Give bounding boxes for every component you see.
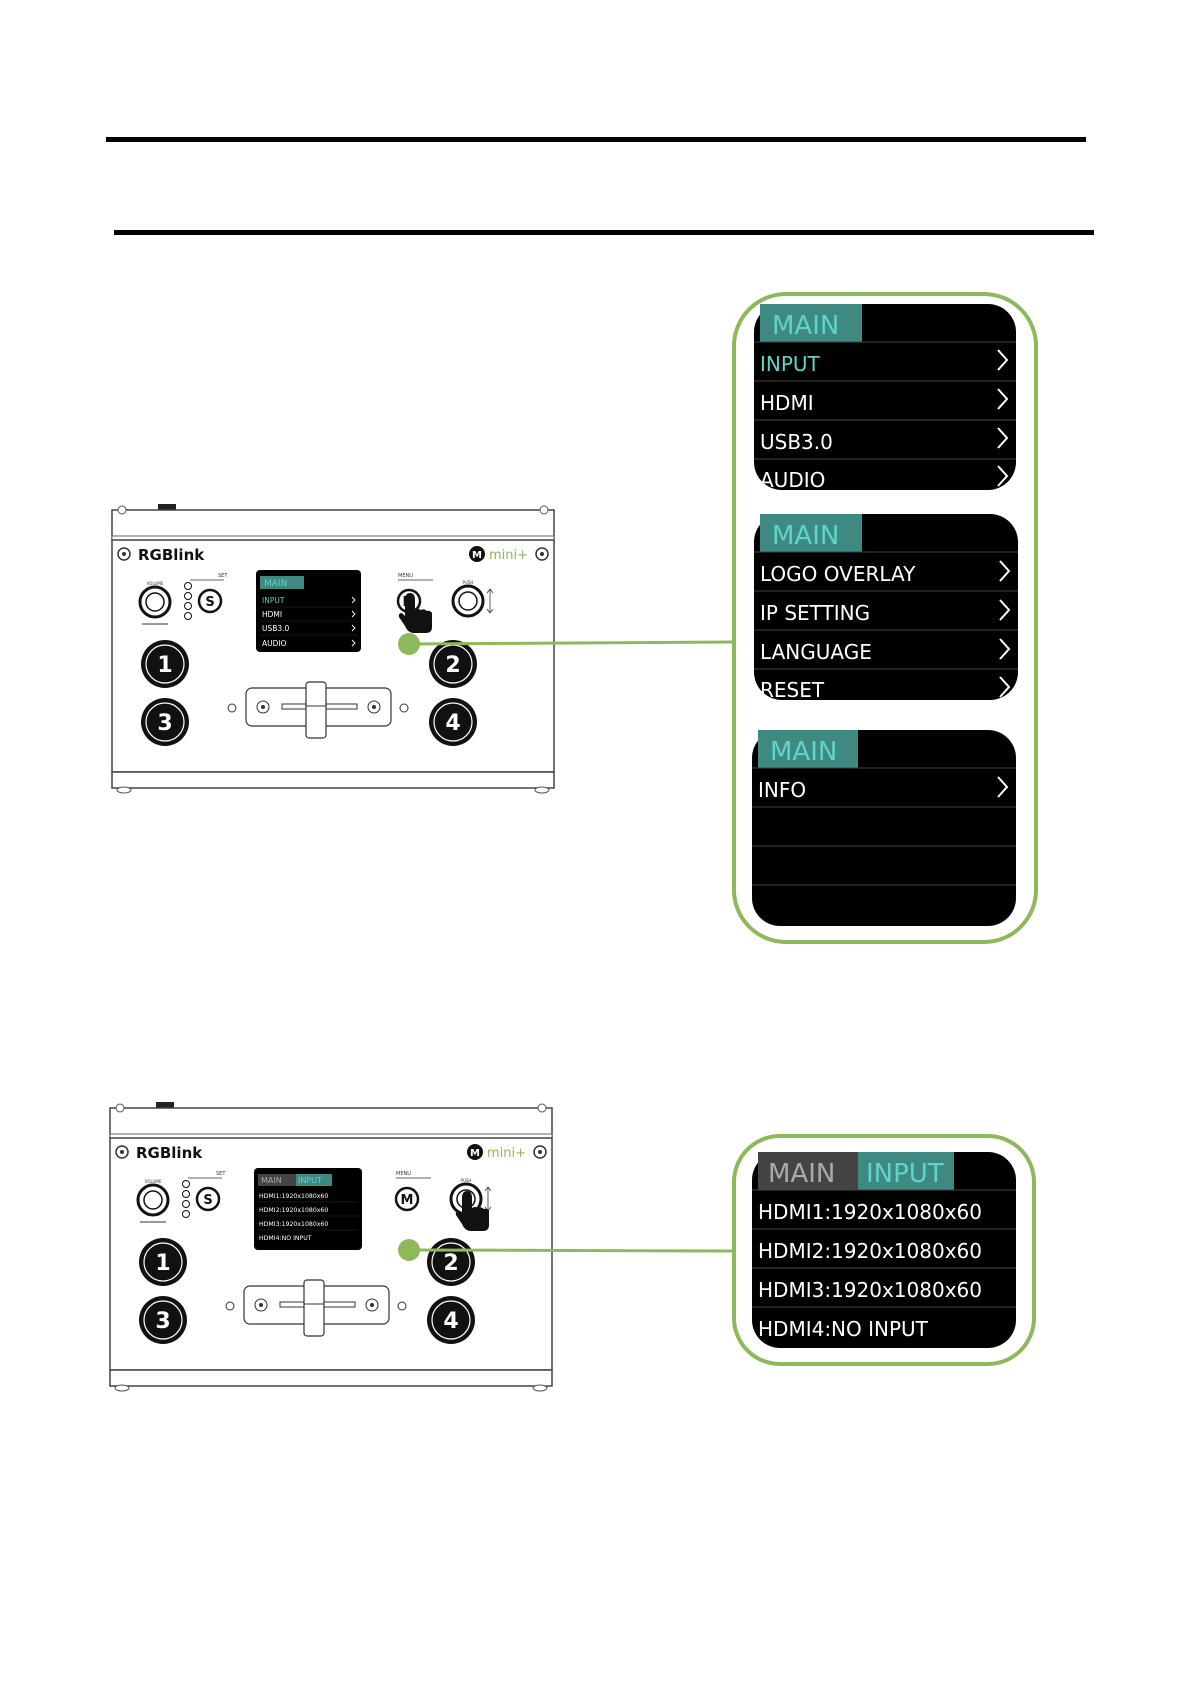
svg-text:S: S	[205, 595, 214, 610]
svg-text:MAIN: MAIN	[772, 311, 839, 341]
input-callout: MAIN INPUT HDMI1:1920x1080x60 HDMI2:1920…	[732, 1134, 1036, 1366]
chevron-right-icon	[999, 599, 1011, 621]
menu-item-info[interactable]: INFO	[758, 778, 806, 802]
t-bar-handle[interactable]	[305, 681, 327, 739]
svg-text:MENU: MENU	[396, 1171, 411, 1177]
menu-panel-main-3: MAIN INFO	[752, 730, 1016, 926]
input-row-hdmi4: HDMI4:NO INPUT	[758, 1317, 929, 1341]
svg-text:HDMI3:1920x1080x60: HDMI3:1920x1080x60	[259, 1221, 328, 1228]
top-rule	[106, 137, 1086, 142]
svg-text:MENU: MENU	[398, 573, 413, 579]
chevron-right-icon	[997, 776, 1009, 798]
svg-text:USB3.0: USB3.0	[262, 624, 290, 633]
source-button-4[interactable]: 4	[429, 698, 477, 746]
svg-text:4: 4	[445, 711, 460, 736]
tab-main[interactable]: MAIN	[768, 1159, 835, 1189]
menu-callout-1: MAIN INPUT HDMI USB3.0 AUDIO MAIN LOGO O…	[732, 292, 1038, 944]
svg-text:SET: SET	[216, 1171, 226, 1177]
menu-item-usb[interactable]: USB3.0	[760, 430, 833, 454]
menu-button[interactable]	[394, 1186, 420, 1212]
input-panel: MAIN INPUT HDMI1:1920x1080x60 HDMI2:1920…	[752, 1152, 1016, 1348]
svg-text:4: 4	[443, 1309, 458, 1334]
model-badge-icon	[467, 1144, 483, 1160]
svg-text:HDMI4:NO INPUT: HDMI4:NO INPUT	[259, 1235, 312, 1242]
tab-input[interactable]: INPUT	[866, 1159, 944, 1189]
svg-text:M: M	[401, 1193, 414, 1208]
svg-text:RGBlink: RGBlink	[136, 1144, 203, 1162]
source-button-3[interactable]: 3	[141, 698, 189, 746]
chevron-right-icon	[999, 638, 1011, 660]
input-row-hdmi1: HDMI1:1920x1080x60	[758, 1200, 982, 1224]
svg-text:INPUT: INPUT	[298, 1176, 322, 1185]
svg-text:AUDIO: AUDIO	[262, 639, 287, 648]
menu-item-logo-overlay[interactable]: LOGO OVERLAY	[760, 562, 916, 586]
device-figure-1: RGBlink M mini+ VOLUME SET S MAIN INPUT …	[111, 504, 555, 794]
device-screen-input-list: HDMI1:1920x1080x60 HDMI2:1920x1080x60 HD…	[258, 1193, 358, 1242]
chevron-right-icon	[997, 427, 1009, 449]
model-name: mini+	[489, 548, 528, 563]
svg-text:M: M	[470, 1148, 480, 1159]
menu-item-language[interactable]: LANGUAGE	[760, 640, 872, 664]
device-figure-2: RGBlink M mini+ VOLUME SET S MAIN INPUT …	[109, 1102, 553, 1392]
svg-text:M: M	[472, 550, 482, 561]
source-button-4[interactable]: 4	[427, 1296, 475, 1344]
set-button[interactable]	[197, 588, 223, 614]
svg-text:INPUT: INPUT	[262, 596, 285, 605]
hand-pointer-icon	[455, 1191, 489, 1231]
device-screen	[254, 1168, 362, 1250]
svg-text:HDMI2:1920x1080x60: HDMI2:1920x1080x60	[259, 1207, 328, 1214]
svg-text:1: 1	[155, 1251, 170, 1276]
chevron-right-icon	[999, 676, 1011, 698]
chevron-right-icon	[997, 465, 1009, 487]
source-button-1[interactable]: 1	[141, 640, 189, 688]
chevron-right-icon	[999, 560, 1011, 582]
chevron-right-icon	[997, 349, 1009, 371]
menu-item-input[interactable]: INPUT	[760, 352, 821, 376]
menu-item-ip-setting[interactable]: IP SETTING	[760, 601, 870, 625]
svg-text:VOLUME: VOLUME	[147, 581, 164, 586]
model-badge-icon	[469, 546, 485, 562]
menu-item-hdmi[interactable]: HDMI	[760, 391, 814, 415]
power-knob	[158, 504, 176, 512]
svg-text:MAIN: MAIN	[770, 737, 837, 767]
source-button-2[interactable]: 2	[429, 640, 477, 688]
input-row-hdmi2: HDMI2:1920x1080x60	[758, 1239, 982, 1263]
menu-panel-main-1: MAIN INPUT HDMI USB3.0 AUDIO	[754, 304, 1016, 492]
svg-text:mini+: mini+	[487, 1146, 526, 1161]
brand-logo: RGBlink	[138, 546, 205, 564]
second-rule	[114, 230, 1094, 235]
svg-text:VOLUME: VOLUME	[145, 1179, 162, 1184]
device-screen-menu: INPUT HDMI USB3.0 AUDIO	[260, 596, 358, 648]
menu-panel-main-2: MAIN LOGO OVERLAY IP SETTING LANGUAGE RE…	[754, 514, 1018, 702]
svg-text:PUSH: PUSH	[463, 580, 474, 585]
source-button-3[interactable]: 3	[139, 1296, 187, 1344]
svg-text:3: 3	[155, 1309, 170, 1334]
device-screen	[256, 570, 361, 652]
svg-text:2: 2	[443, 1251, 458, 1276]
t-bar-handle[interactable]	[303, 1279, 325, 1337]
svg-text:MAIN: MAIN	[772, 521, 839, 551]
svg-text:MAIN: MAIN	[264, 579, 287, 589]
input-row-hdmi3: HDMI3:1920x1080x60	[758, 1278, 982, 1302]
svg-text:3: 3	[157, 711, 172, 736]
svg-text:PUSH: PUSH	[461, 1178, 472, 1183]
svg-text:MAIN: MAIN	[261, 1176, 282, 1185]
source-button-1[interactable]: 1	[139, 1238, 187, 1286]
callout-line-2	[398, 1239, 736, 1261]
svg-text:HDMI: HDMI	[262, 610, 282, 619]
menu-item-audio[interactable]: AUDIO	[760, 468, 825, 492]
set-button[interactable]	[195, 1186, 221, 1212]
callout-line-1	[398, 633, 736, 655]
menu-item-reset[interactable]: RESET	[760, 678, 825, 702]
svg-text:1: 1	[157, 653, 172, 678]
svg-text:2: 2	[445, 653, 460, 678]
svg-text:HDMI1:1920x1080x60: HDMI1:1920x1080x60	[259, 1193, 328, 1200]
svg-text:S: S	[203, 1193, 212, 1208]
svg-text:SET: SET	[218, 573, 228, 579]
chevron-right-icon	[997, 388, 1009, 410]
hand-pointer-icon	[398, 593, 432, 633]
